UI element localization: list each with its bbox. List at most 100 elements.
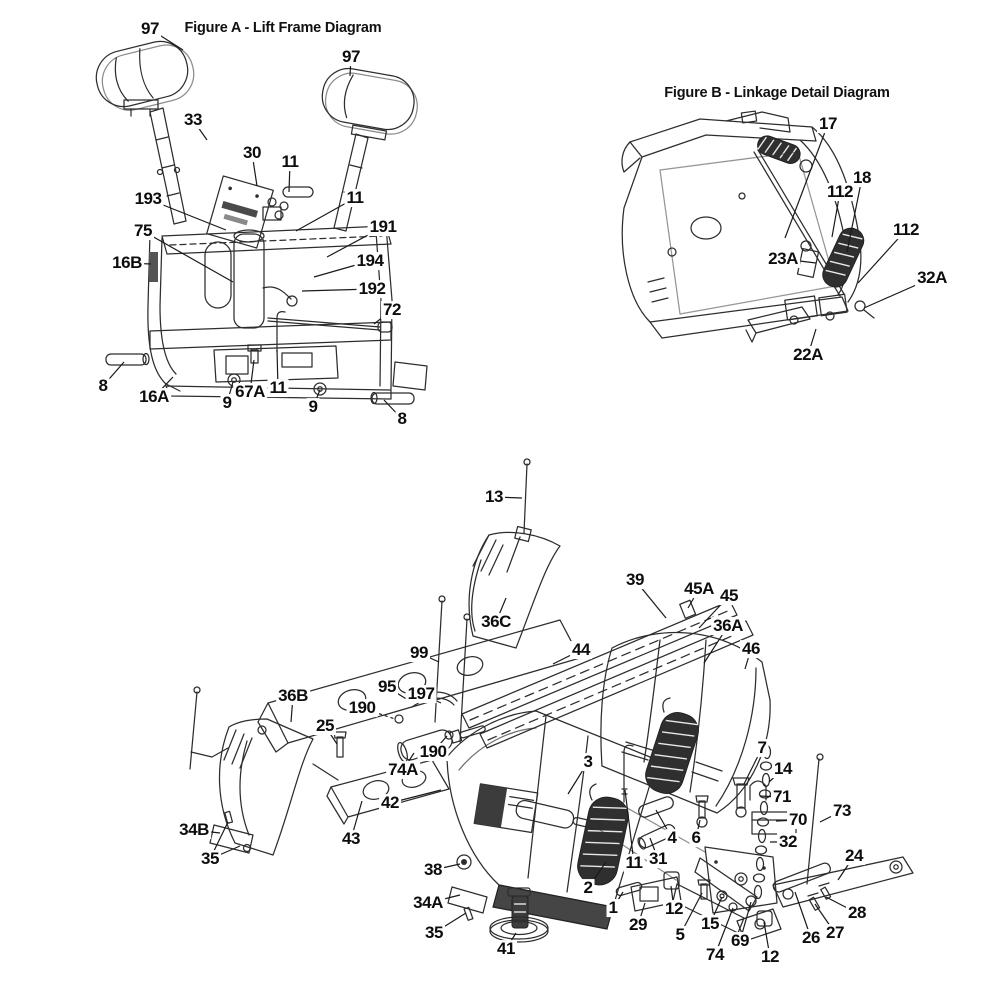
leader-line [846,177,863,253]
part-label-13: 13 [483,487,505,507]
plow-shoe [489,887,549,943]
part-label-16b: 16B [110,253,144,273]
plow-assembly-art [189,458,914,943]
part-label-3: 3 [581,752,595,772]
part-label-34b: 34B [177,820,211,840]
part-label-7: 7 [755,738,769,758]
figure-b-title: Figure B - Linkage Detail Diagram [664,85,890,101]
part-label-46: 46 [740,639,762,659]
part-label-30: 30 [241,143,263,163]
part-label-36a: 36A [711,616,745,636]
trip-spring-upper [645,712,699,794]
part-label-9: 9 [220,393,234,413]
lamp-left [95,40,195,111]
spring-upper [756,135,801,164]
part-label-8: 8 [395,409,409,429]
part-label-33: 33 [182,110,204,130]
part-label-43: 43 [340,829,362,849]
part-label-44: 44 [570,640,592,660]
part-label-14: 14 [772,759,794,779]
part-label-24: 24 [843,846,865,866]
leader-line [142,230,234,283]
lift-chain [752,744,773,900]
part-label-18: 18 [851,168,873,188]
part-label-193: 193 [132,189,164,209]
part-label-36b: 36B [276,686,310,706]
part-label-1: 1 [606,898,620,918]
part-label-12: 12 [663,899,685,919]
part-label-16a: 16A [137,387,171,407]
leader-line [784,123,829,239]
part-label-4: 4 [665,828,679,848]
part-label-28: 28 [846,903,868,923]
part-label-32: 32 [777,832,799,852]
pivot-plate [704,846,778,914]
part-label-41: 41 [495,939,517,959]
part-label-9: 9 [306,397,320,417]
part-label-71: 71 [771,787,793,807]
part-label-38: 38 [422,860,444,880]
part-label-36c: 36C [479,612,513,632]
part-label-112: 112 [825,182,855,202]
part-label-97: 97 [340,47,362,67]
part-label-45: 45 [718,586,740,606]
brand-plate [206,175,274,249]
hydraulic-cylinder [233,233,265,329]
part-label-112: 112 [891,220,921,240]
part-label-26: 26 [800,928,822,948]
lift-arm-right [772,856,914,908]
part-label-34a: 34A [411,893,445,913]
part-label-35: 35 [423,923,445,943]
wing-top [468,531,561,649]
part-label-22a: 22A [791,345,825,365]
part-label-74: 74 [704,945,726,965]
part-label-11: 11 [344,188,366,208]
part-label-35: 35 [199,849,221,869]
figure-b-art [621,110,875,343]
part-label-42: 42 [379,793,401,813]
part-label-70: 70 [787,810,809,830]
part-label-75: 75 [132,221,154,241]
part-label-6: 6 [689,828,703,848]
angle-cylinder-center [515,799,602,830]
part-label-39: 39 [624,570,646,590]
lift-post-right [333,133,369,232]
wing-left [218,718,314,856]
part-label-17: 17 [817,114,839,134]
part-label-194: 194 [354,251,386,271]
part-label-45a: 45A [682,579,716,599]
blade-decal [473,783,539,834]
top-edge-bar [461,600,738,729]
part-label-11: 11 [267,378,289,398]
part-label-11: 11 [279,152,301,172]
part-label-95: 95 [376,677,398,697]
part-label-31: 31 [647,849,669,869]
part-label-72: 72 [381,300,403,320]
part-label-191: 191 [367,217,399,237]
part-label-27: 27 [824,923,846,943]
part-label-73: 73 [831,801,853,821]
part-label-190: 190 [417,742,449,762]
part-label-69: 69 [729,931,751,951]
part-label-8: 8 [96,376,110,396]
part-label-25: 25 [314,716,336,736]
lift-post-left [149,107,187,225]
part-label-190: 190 [346,698,378,718]
blade-guide-pole [523,463,528,534]
part-label-23a: 23A [766,249,800,269]
part-label-5: 5 [673,925,687,945]
part-label-197: 197 [405,684,437,704]
part-label-99: 99 [408,643,430,663]
part-label-67a: 67A [233,382,267,402]
part-label-12: 12 [759,947,781,967]
leader-line [624,789,635,864]
figure-a-title: Figure A - Lift Frame Diagram [184,20,382,36]
part-label-29: 29 [627,915,649,935]
part-label-74a: 74A [386,760,420,780]
spring-lower [822,227,865,288]
part-label-2: 2 [581,878,595,898]
lamp-right [321,67,418,135]
part-label-97: 97 [139,19,161,39]
